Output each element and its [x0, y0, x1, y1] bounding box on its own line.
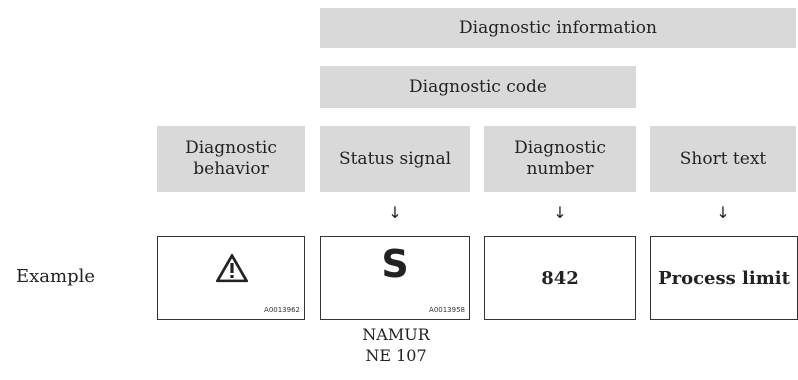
example-behavior-box: A0013962 [157, 236, 305, 320]
behavior-image-code: A0013962 [264, 306, 300, 314]
column-header-status-signal: Status signal [320, 126, 470, 192]
column-label-line2: number [526, 159, 594, 179]
down-arrow-icon: ↓ [388, 203, 402, 222]
diagnostic-code-header: Diagnostic code [320, 66, 636, 108]
example-label: Example [16, 266, 96, 287]
column-label-line1: Status signal [338, 148, 452, 169]
namur-line2: NE 107 [365, 346, 427, 365]
short-text-value: Process limit [658, 267, 790, 289]
column-label-line1: Diagnostic [514, 138, 606, 158]
status-image-code: A0013958 [429, 306, 465, 314]
namur-label: NAMUR NE 107 [322, 324, 470, 366]
down-arrow-icon: ↓ [553, 203, 567, 222]
status-signal-s-icon: S [381, 242, 409, 286]
column-label-line2: behavior [193, 159, 269, 179]
diagnostic-information-label: Diagnostic information [459, 17, 657, 38]
example-short-text-box: Process limit [650, 236, 798, 320]
column-label-line1: Diagnostic [185, 138, 277, 158]
down-arrow-icon: ↓ [716, 203, 730, 222]
warning-triangle-icon [215, 253, 249, 283]
column-header-short-text: Short text [650, 126, 796, 192]
column-header-diagnostic-number: Diagnostic number [484, 126, 636, 192]
diagnostic-information-header: Diagnostic information [320, 8, 796, 48]
namur-line1: NAMUR [362, 325, 430, 344]
column-header-diagnostic-behavior: Diagnostic behavior [157, 126, 305, 192]
diagnostic-number-value: 842 [541, 267, 579, 289]
example-status-box: S A0013958 [320, 236, 470, 320]
diagnostic-code-label: Diagnostic code [409, 76, 547, 97]
example-number-box: 842 [484, 236, 636, 320]
column-label-line1: Short text [679, 148, 767, 169]
